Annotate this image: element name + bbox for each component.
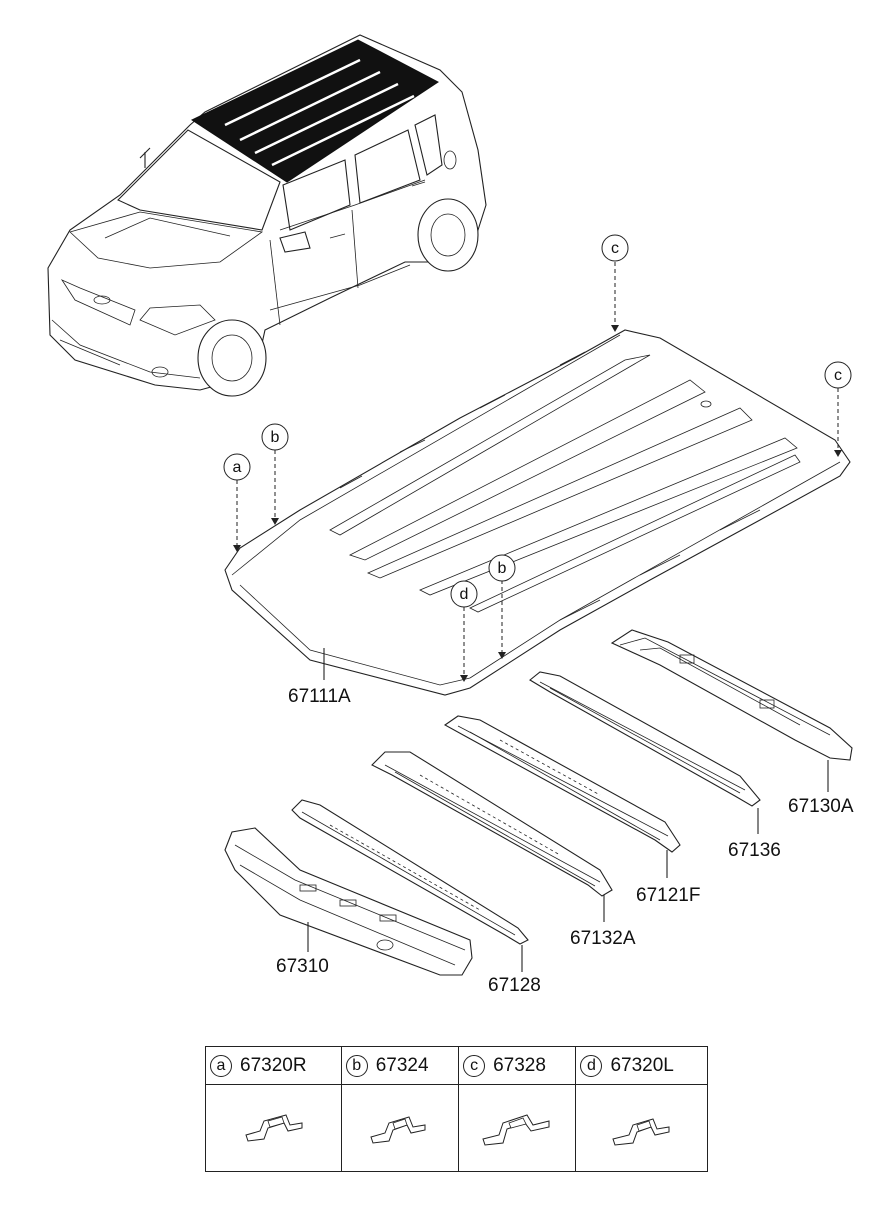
legend-bracket-b <box>340 1084 460 1172</box>
callout-a-top: a <box>223 453 251 481</box>
roof-panel-drawing <box>224 329 851 696</box>
rail-67121f-drawing <box>443 715 681 853</box>
legend-code-d: 67320L <box>610 1054 674 1076</box>
front-rail-67310-drawing <box>224 827 473 976</box>
bracket-d-icon <box>612 1117 670 1146</box>
rail-67136-drawing <box>529 671 761 807</box>
legend-code-b: 67324 <box>375 1054 429 1076</box>
rail-67132a-drawing <box>371 751 613 897</box>
fastener-legend-table: a 67320R b 67324 c 67328 d 67320L <box>205 1046 708 1172</box>
legend-bracket-d <box>575 1084 708 1172</box>
legend-header-b: b 67324 <box>340 1046 460 1085</box>
label-67136: 67136 <box>728 840 781 861</box>
legend-bracket-c <box>458 1084 577 1172</box>
callout-pointers <box>233 262 842 682</box>
legend-code-c: 67328 <box>493 1054 546 1076</box>
callout-c-right: c <box>824 361 852 389</box>
svg-text:b: b <box>498 560 507 577</box>
legend-header-c: c 67328 <box>458 1046 577 1085</box>
legend-letter-a: a <box>210 1054 232 1077</box>
label-67111a: 67111A <box>288 686 351 707</box>
rail-67128-drawing <box>291 799 529 945</box>
svg-text:a: a <box>233 459 242 476</box>
bracket-c-icon <box>482 1113 550 1146</box>
svg-text:c: c <box>611 240 619 257</box>
legend-letter-d: d <box>580 1054 603 1077</box>
svg-text:b: b <box>271 429 280 446</box>
car-illustration <box>47 34 487 397</box>
callout-b-left: b <box>261 423 289 451</box>
callout-d: d <box>450 580 478 608</box>
label-67128: 67128 <box>488 975 541 996</box>
svg-text:d: d <box>460 586 469 603</box>
legend-letter-b: b <box>345 1054 368 1077</box>
legend-bracket-a <box>205 1084 342 1172</box>
rail-67130a-drawing <box>610 629 853 761</box>
callout-b-right: b <box>488 554 516 582</box>
legend-header-d: d 67320L <box>575 1046 708 1085</box>
bracket-a-icon <box>245 1113 303 1142</box>
label-67132a: 67132A <box>570 928 636 949</box>
part-leaders <box>307 648 829 972</box>
callout-c-top: c <box>601 234 629 262</box>
legend-code-a: 67320R <box>240 1054 307 1076</box>
svg-text:c: c <box>834 367 842 384</box>
legend-letter-c: c <box>463 1054 486 1077</box>
label-67130a: 67130A <box>788 796 854 817</box>
label-67121f: 67121F <box>636 885 700 906</box>
legend-header-a: a 67320R <box>205 1046 342 1085</box>
label-67310: 67310 <box>276 956 329 977</box>
bracket-b-icon <box>370 1115 426 1144</box>
